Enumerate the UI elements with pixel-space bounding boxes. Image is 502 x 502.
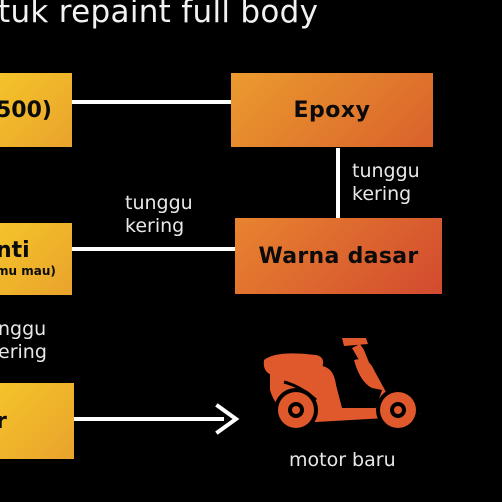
step-box-top-left: 500): [0, 73, 72, 147]
step-box-mid-left: nti mu mau): [0, 223, 72, 295]
step-box-warna-dasar: Warna dasar: [235, 218, 442, 294]
page-title: tuk repaint full body: [0, 0, 319, 30]
wait-label-left: nggu ering: [0, 318, 47, 363]
step-label-epoxy: Epoxy: [293, 97, 371, 123]
wait-label-mid: tunggu kering: [125, 192, 193, 237]
step-box-epoxy: Epoxy: [231, 73, 433, 147]
connector-epoxy-warna: [336, 148, 340, 218]
connector-mid: [72, 247, 236, 251]
arrow-head-icon: [215, 403, 240, 435]
motorcycle-icon: [263, 338, 420, 432]
connector-bottom: [74, 417, 224, 421]
step-label-bottom: r: [0, 408, 7, 434]
result-label: motor baru: [289, 449, 396, 471]
step-label-warna: Warna dasar: [258, 243, 419, 269]
step-box-bottom-left: r: [0, 383, 74, 459]
connector-top: [72, 100, 232, 104]
step-label: 500): [0, 97, 52, 123]
step-label-main: nti: [0, 238, 30, 263]
wait-label-right: tunggu kering: [352, 160, 420, 205]
step-label-sub: mu mau): [0, 264, 56, 278]
